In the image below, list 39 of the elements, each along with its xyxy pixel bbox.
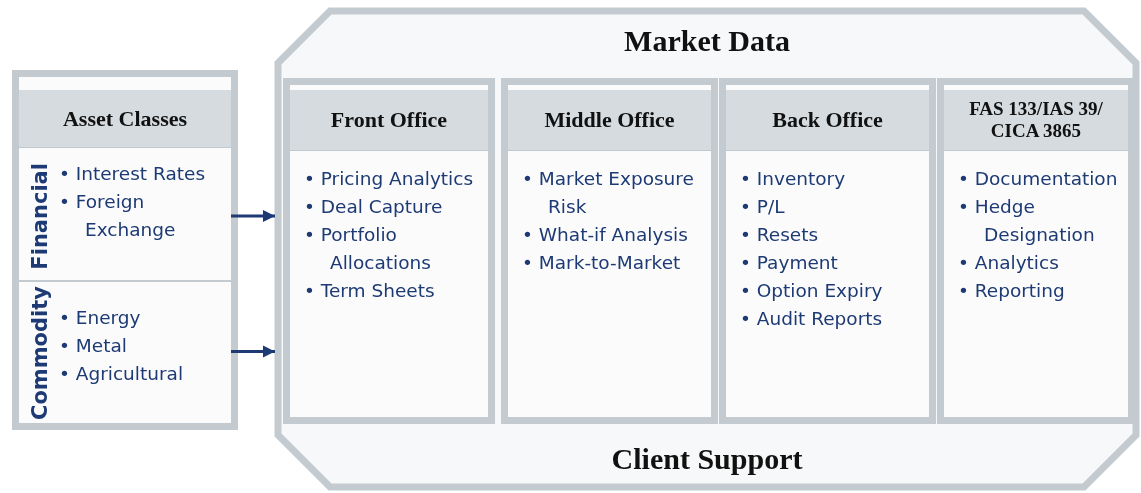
arrow <box>231 210 275 222</box>
bullet-item: • Term Sheets <box>304 279 436 303</box>
panel-heading: FAS 133/IAS 39/ CICA 3865 <box>968 98 1104 142</box>
bullet-item: • Option Expiry <box>740 279 884 303</box>
bullet-item: • Pricing Analytics <box>304 167 475 191</box>
bullet-item: • Payment <box>740 251 839 275</box>
bullet-item: • Market Exposure Risk <box>522 167 695 219</box>
bullet-item: • Interest Rates <box>59 162 207 186</box>
octagon-frame <box>275 8 1139 490</box>
bullet-item: • Resets <box>740 223 820 247</box>
bullet-item: • Reporting <box>958 279 1066 303</box>
bullet-item: • Deal Capture <box>304 195 444 219</box>
bullet-item: • Audit Reports <box>740 307 884 331</box>
bullet-item: • Agricultural <box>59 362 185 386</box>
frame-title: Market Data <box>623 24 791 58</box>
bullet-item: • Analytics <box>958 251 1060 275</box>
bullet-item: • Energy <box>59 306 142 330</box>
office-panel <box>283 78 495 424</box>
office-panel <box>937 78 1135 424</box>
bullet-item: • Hedge Designation <box>958 195 1096 247</box>
arrow <box>231 345 275 358</box>
bullet-item: • Metal <box>59 334 128 358</box>
bullet-item: • Mark-to-Market <box>522 251 682 275</box>
row-label: Financial <box>28 162 52 270</box>
office-panel <box>501 78 718 424</box>
panel-heading: Middle Office <box>543 107 676 133</box>
bullet-item: • Documentation <box>958 167 1119 191</box>
bullet-item: • Inventory <box>740 167 847 191</box>
row-label: Commodity <box>28 285 52 420</box>
bullet-item: • Portfolio Allocations <box>304 223 432 275</box>
panel-heading: Asset Classes <box>61 105 189 132</box>
panel-heading: Back Office <box>771 107 884 133</box>
office-panel <box>719 78 936 424</box>
bullet-item: • What-if Analysis <box>522 223 689 247</box>
bullet-item: • Foreign Exchange <box>59 190 177 242</box>
bullet-item: • P/L <box>740 195 786 219</box>
category-panel <box>12 70 238 430</box>
panel-heading: Front Office <box>329 107 449 133</box>
frame-title: Client Support <box>610 442 804 476</box>
